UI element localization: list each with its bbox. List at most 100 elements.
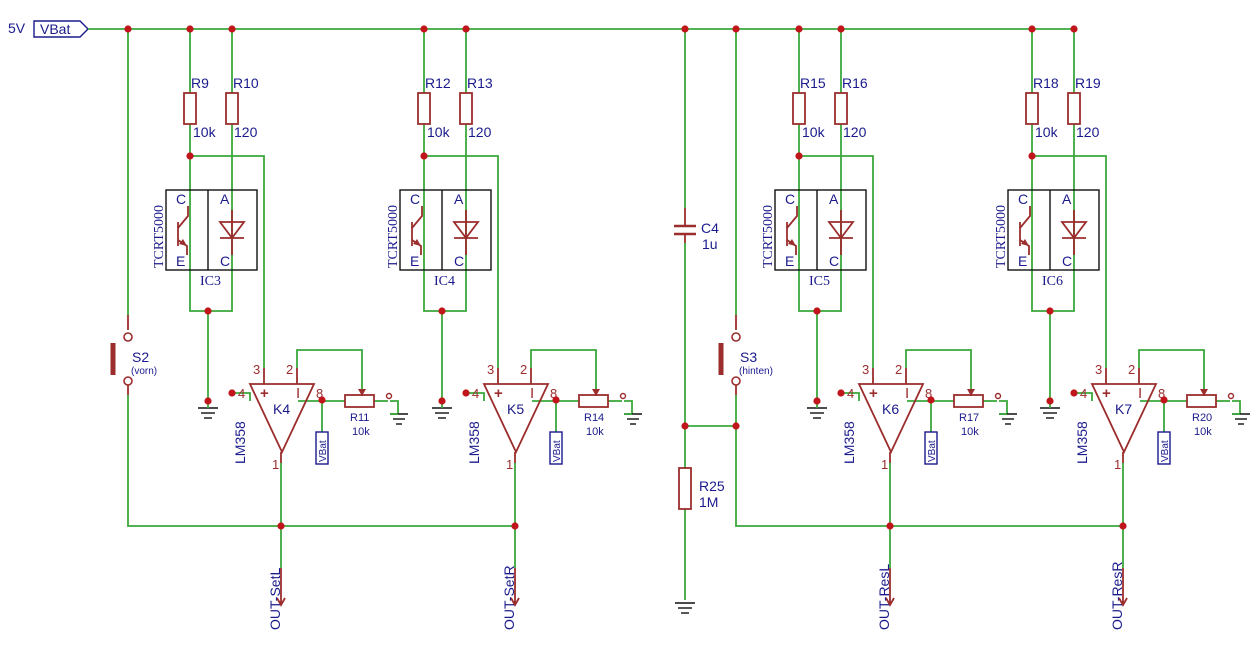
potentiometer-name: R14 <box>584 412 604 424</box>
resistor-anode-name: R10 <box>233 75 259 91</box>
opamp-part-label: LM358 <box>466 421 482 464</box>
sensor-body <box>399 189 492 271</box>
resistor-body <box>225 92 239 125</box>
c4-name: C4 <box>701 220 719 236</box>
opamp-pin-vminus: 8 <box>316 386 323 401</box>
junction-dot <box>186 152 194 160</box>
potentiometer-value: 10k <box>961 426 979 438</box>
resistor-r25: R25 1M <box>678 467 725 510</box>
resistor-body <box>459 92 473 125</box>
resistor-collector-value: 10k <box>193 124 217 140</box>
vbat-flag <box>315 431 329 465</box>
resistor-anode-value: 120 <box>1076 124 1100 140</box>
opamp-name: K5 <box>507 401 524 417</box>
junction-dot <box>795 152 803 160</box>
junction-dot <box>1046 397 1054 405</box>
junction-dot <box>732 25 740 33</box>
led-diode <box>218 210 246 255</box>
sensor-body <box>165 189 258 271</box>
vbat-flag-label: VBat <box>1160 440 1171 462</box>
opamp-pin-vminus: 8 <box>550 386 557 401</box>
opamp-pin-vplus: 4 <box>472 386 479 401</box>
switch-s3: S3 (hinten) <box>718 315 773 395</box>
switch-s2-note: (vorn) <box>131 366 157 377</box>
sensor-pin-collector: C <box>1018 191 1028 207</box>
wire <box>1232 400 1241 414</box>
opamp-pin-inminus: 2 <box>520 362 527 377</box>
opamp-part-label: LM358 <box>232 421 248 464</box>
output-arrow <box>885 568 895 607</box>
potentiometer-name: R11 <box>350 412 369 424</box>
junction-dot <box>1119 522 1127 530</box>
junction-dot <box>837 389 845 397</box>
resistor-body <box>417 92 431 125</box>
junction-dot <box>1160 396 1168 404</box>
output-arrow <box>1118 568 1128 607</box>
opamp-minus-sign: I <box>1138 385 1142 402</box>
r25-name: R25 <box>699 478 725 494</box>
junction-dot <box>228 389 236 397</box>
ground-symbol <box>1040 407 1060 419</box>
junction-dot <box>732 422 740 430</box>
ground-symbol <box>999 413 1017 425</box>
sensor-pin-collector: C <box>785 191 795 207</box>
output-arrow <box>276 568 286 607</box>
switch-s2-name: S2 <box>132 349 149 365</box>
junction-dot <box>681 25 689 33</box>
resistor-body <box>792 92 806 125</box>
junction-dot <box>462 389 470 397</box>
wire <box>624 400 633 414</box>
opamp-pin-inminus: 2 <box>895 362 902 377</box>
opamp-pin-inplus: 3 <box>487 362 494 377</box>
switch-s2: S2 (vorn) <box>110 315 157 395</box>
vbat-flag-label: VBat <box>927 440 938 462</box>
vbat-flag-label: VBat <box>318 440 329 462</box>
potentiometer-name: R20 <box>1192 412 1212 424</box>
sensor-body <box>1007 189 1100 271</box>
sensor-pin-cathode: C <box>1062 253 1072 269</box>
potentiometer-body <box>1186 394 1217 408</box>
opamp-pin-out: 1 <box>506 457 513 472</box>
opamp-pin-out: 1 <box>1114 457 1121 472</box>
wire <box>530 349 597 390</box>
resistor-collector-value: 10k <box>1035 124 1059 140</box>
junction-dot <box>813 307 821 315</box>
junction-dot <box>204 397 212 405</box>
opamp-body <box>482 383 550 455</box>
resistor-body <box>834 92 848 125</box>
opamp-name: K6 <box>882 401 899 417</box>
wire <box>999 400 1008 414</box>
junction-dot <box>124 25 132 33</box>
sensor-pin-emitter: E <box>410 253 419 269</box>
vbat-flag-label: VBat <box>552 440 563 462</box>
junction-dot <box>813 397 821 405</box>
led-diode <box>1060 210 1088 255</box>
opamp-pin-vminus: 8 <box>1158 386 1165 401</box>
resistor-body <box>183 92 197 125</box>
sensor-body <box>774 189 867 271</box>
wire <box>232 392 251 401</box>
sensor-part-label: TCRT5000 <box>386 205 401 268</box>
ground-symbol <box>432 407 452 419</box>
opamp-pin-inminus: 2 <box>1128 362 1135 377</box>
opamp-pin-inplus: 3 <box>862 362 869 377</box>
setl-bus <box>127 395 514 527</box>
resistor-collector-name: R15 <box>800 75 826 91</box>
junction-dot <box>277 522 285 530</box>
sensor-name: IC3 <box>200 274 221 289</box>
supply-label: 5V VBat <box>8 20 89 38</box>
sensor-pin-anode: A <box>454 191 464 207</box>
sensor-part-label: TCRT5000 <box>994 205 1009 268</box>
wire <box>1138 349 1205 390</box>
ground-symbol <box>624 413 642 425</box>
junction-dot <box>420 25 428 33</box>
junction-dot <box>1070 25 1078 33</box>
resistor-collector-name: R18 <box>1033 75 1059 91</box>
junction-dot <box>438 307 446 315</box>
wire <box>799 155 874 368</box>
sensor-pin-emitter: E <box>785 253 794 269</box>
output-label: OUT-SetR <box>501 565 517 630</box>
led-diode <box>827 210 855 255</box>
